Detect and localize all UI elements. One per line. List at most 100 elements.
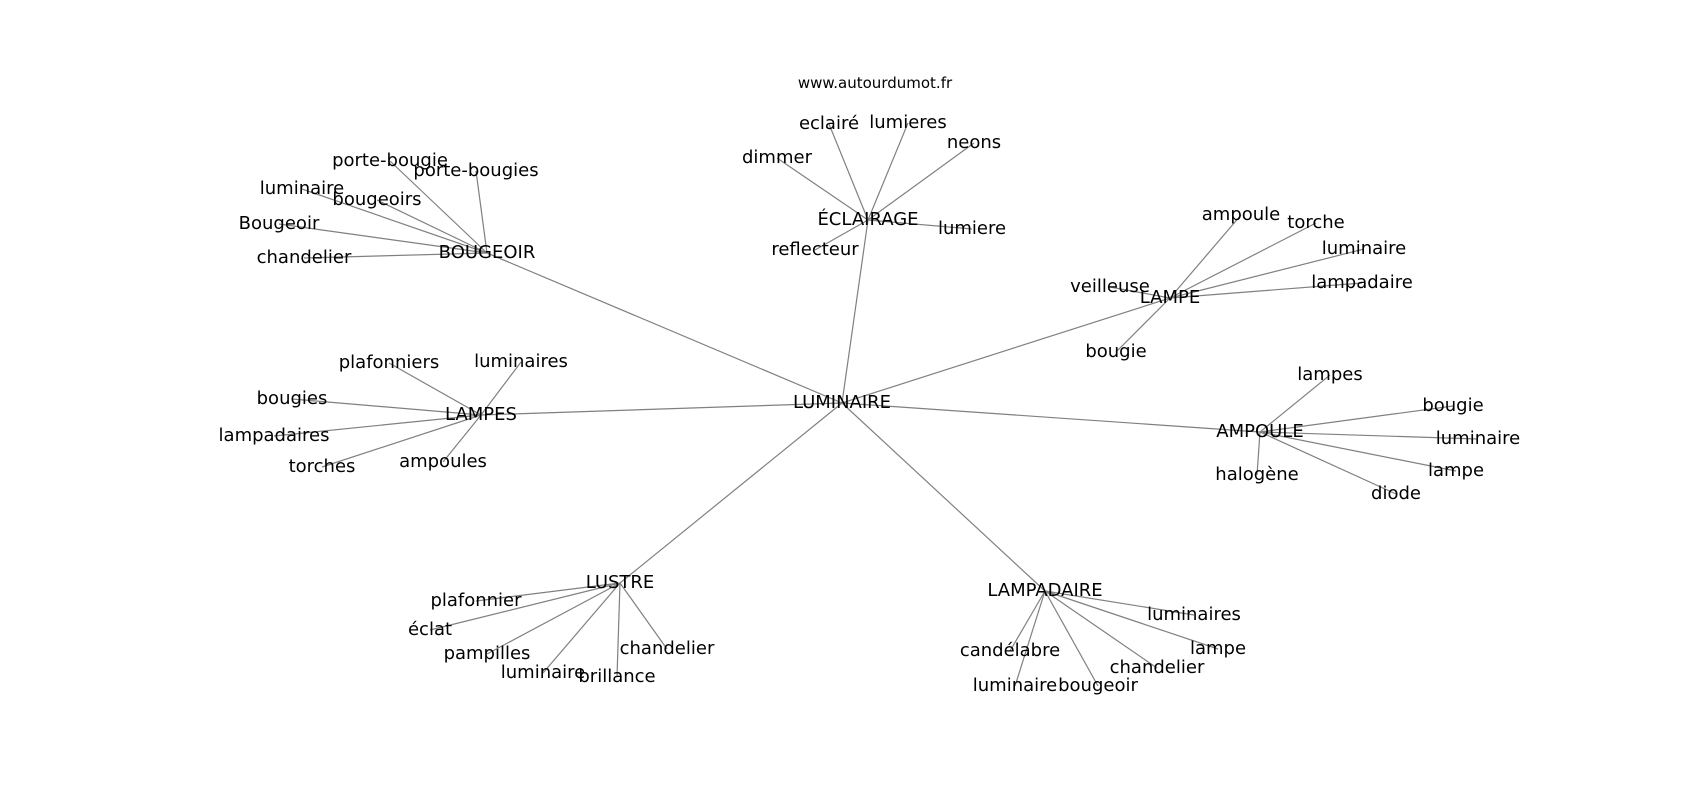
- edge-lampe-leaf: [1109, 286, 1171, 299]
- edge-lampe-leaf: [1169, 222, 1317, 299]
- leaf-label[interactable]: torches: [289, 456, 356, 477]
- edge-center-bougeoir: [486, 252, 843, 404]
- edge-bougeoir-leaf: [475, 170, 488, 254]
- leaf-label[interactable]: reflecteur: [771, 239, 859, 260]
- edge-lampes-leaf: [388, 362, 482, 416]
- edge-lampes-leaf: [273, 414, 482, 437]
- edges-layer: [273, 122, 1479, 687]
- leaf-label[interactable]: veilleuse: [1070, 276, 1150, 297]
- leaf-label[interactable]: luminaires: [1147, 604, 1241, 625]
- edge-bougeoir-leaf: [389, 160, 488, 254]
- edge-ampoule-leaf: [1259, 374, 1331, 433]
- edge-center-lampadaire: [841, 402, 1046, 592]
- edge-ampoule-leaf: [1259, 431, 1479, 440]
- leaf-label[interactable]: ampoules: [399, 451, 487, 472]
- edge-lampes-leaf: [480, 361, 522, 416]
- edge-lampadaire-leaf: [1044, 590, 1195, 616]
- edge-eclairage-leaf: [828, 123, 869, 221]
- leaf-label[interactable]: luminaire: [973, 675, 1057, 696]
- edge-center-lampes: [480, 402, 843, 416]
- hub-label-lustre[interactable]: LUSTRE: [586, 572, 655, 593]
- source-label: www.autourdumot.fr: [798, 74, 953, 92]
- edge-lustre-leaf: [486, 582, 621, 655]
- edge-eclairage-leaf: [776, 157, 869, 221]
- hub-label-bougeoir[interactable]: BOUGEOIR: [439, 242, 536, 263]
- leaf-label[interactable]: plafonniers: [339, 352, 439, 373]
- leaf-label[interactable]: plafonnier: [430, 590, 522, 611]
- leaf-label[interactable]: luminaire: [1436, 428, 1520, 449]
- edge-lampe-leaf: [1169, 214, 1242, 299]
- leaf-label[interactable]: chandelier: [620, 638, 715, 659]
- edge-lustre-leaf: [475, 582, 621, 602]
- leaf-label[interactable]: lumiere: [938, 218, 1006, 239]
- leaf-label[interactable]: lampe: [1190, 638, 1246, 659]
- leaf-label[interactable]: halogène: [1215, 464, 1298, 485]
- leaf-label[interactable]: brillance: [578, 666, 655, 687]
- leaf-label[interactable]: bougies: [257, 388, 328, 409]
- edge-ampoule-leaf: [1259, 405, 1454, 433]
- edge-eclairage-leaf: [867, 219, 973, 230]
- edge-lampadaire-leaf: [1044, 590, 1099, 687]
- hub-label-lampes[interactable]: LAMPES: [445, 404, 517, 425]
- edge-bougeoir-leaf: [301, 188, 488, 254]
- leaf-label[interactable]: diode: [1371, 483, 1421, 504]
- leaf-label[interactable]: lampes: [1297, 364, 1362, 385]
- edge-ampoule-leaf: [1259, 431, 1397, 495]
- leaf-label[interactable]: bougeoirs: [332, 189, 421, 210]
- edge-bougeoir-leaf: [303, 252, 488, 259]
- leaf-label[interactable]: eclairé: [799, 113, 859, 134]
- leaf-label[interactable]: Bougeoir: [239, 213, 320, 234]
- leaf-label[interactable]: porte-bougie: [332, 150, 448, 171]
- leaf-label[interactable]: porte-bougies: [413, 160, 538, 181]
- edge-lustre-leaf: [616, 582, 621, 678]
- edge-ampoule-leaf: [1256, 431, 1261, 476]
- leaf-label[interactable]: candélabre: [960, 640, 1060, 661]
- edge-lampadaire-leaf: [1044, 590, 1158, 669]
- edge-lampes-leaf: [442, 414, 482, 463]
- leaf-label[interactable]: éclat: [408, 619, 452, 640]
- leaf-label[interactable]: bougeoir: [1058, 675, 1138, 696]
- leaf-label[interactable]: luminaire: [1322, 238, 1406, 259]
- hub-label-lampadaire[interactable]: LAMPADAIRE: [987, 580, 1102, 601]
- hub-label-lampe[interactable]: LAMPE: [1140, 287, 1201, 308]
- leaf-label[interactable]: chandelier: [257, 247, 352, 268]
- edge-bougeoir-leaf: [376, 199, 488, 254]
- leaf-label[interactable]: chandelier: [1110, 657, 1205, 678]
- edge-ampoule-leaf: [1259, 431, 1457, 472]
- leaf-label[interactable]: pampilles: [444, 643, 531, 664]
- center-label[interactable]: LUMINAIRE: [793, 392, 891, 413]
- hub-label-eclairage[interactable]: ÉCLAIRAGE: [817, 208, 918, 230]
- leaf-label[interactable]: dimmer: [742, 147, 813, 168]
- edge-eclairage-leaf: [814, 219, 869, 251]
- edge-lampe-leaf: [1115, 297, 1171, 353]
- edge-lampadaire-leaf: [1014, 590, 1046, 687]
- edge-bougeoir-leaf: [278, 223, 488, 254]
- edge-lampe-leaf: [1169, 282, 1363, 299]
- leaf-label[interactable]: luminaire: [501, 662, 585, 683]
- leaf-label[interactable]: luminaires: [474, 351, 568, 372]
- leaf-label[interactable]: lumieres: [869, 112, 946, 133]
- edge-lampe-leaf: [1169, 248, 1365, 299]
- edge-center-ampoule: [841, 402, 1261, 433]
- leaf-label[interactable]: torche: [1287, 212, 1344, 233]
- edge-eclairage-leaf: [867, 122, 909, 221]
- edge-lampes-leaf: [321, 414, 482, 468]
- hub-label-ampoule[interactable]: AMPOULE: [1216, 421, 1303, 442]
- leaf-label[interactable]: lampadaires: [219, 425, 330, 446]
- edge-center-lustre: [619, 402, 843, 584]
- edge-lustre-leaf: [619, 582, 668, 650]
- leaf-label[interactable]: neons: [947, 132, 1001, 153]
- leaf-label[interactable]: bougie: [1085, 341, 1146, 362]
- edge-center-eclairage: [841, 219, 869, 404]
- leaf-label[interactable]: luminaire: [260, 178, 344, 199]
- edge-lustre-leaf: [429, 582, 621, 631]
- leaf-label[interactable]: bougie: [1422, 395, 1483, 416]
- edge-eclairage-leaf: [867, 142, 975, 221]
- leaf-label[interactable]: lampadaire: [1311, 272, 1413, 293]
- edge-lampadaire-leaf: [1009, 590, 1046, 652]
- leaf-label[interactable]: lampe: [1428, 460, 1484, 481]
- leaf-label[interactable]: ampoule: [1202, 204, 1281, 225]
- edge-center-lampe: [841, 297, 1171, 404]
